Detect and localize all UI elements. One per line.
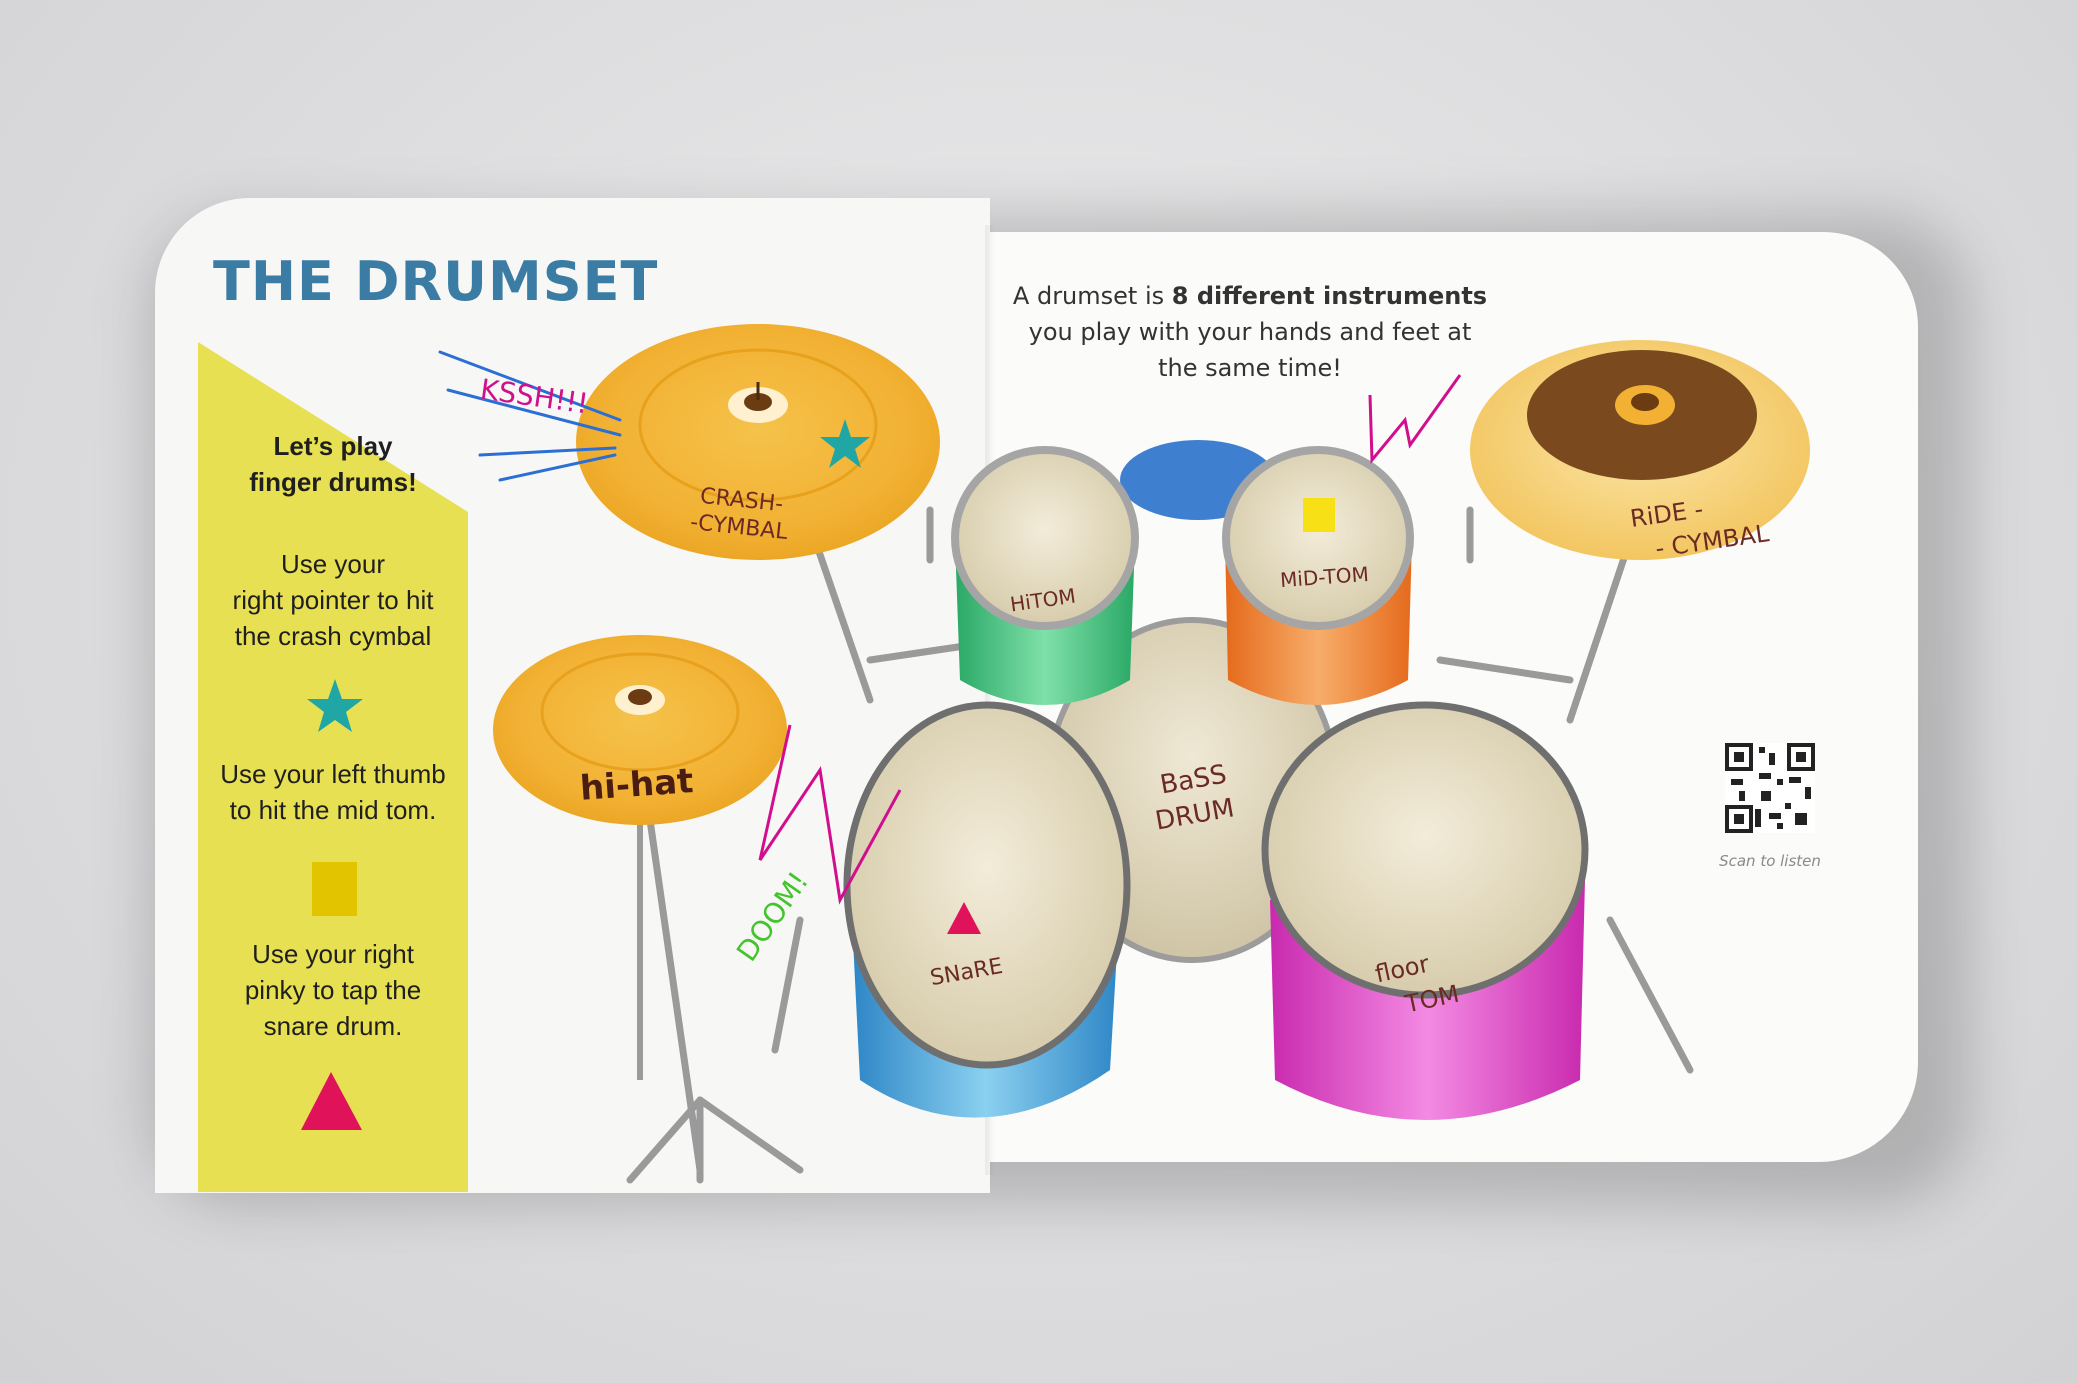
instruction-step-midtom: Use your left thumb to hit the mid tom. <box>198 756 468 828</box>
step-line: right pointer to hit <box>232 585 434 615</box>
intro-line-3: the same time! <box>1158 354 1342 382</box>
ksshh-lines <box>438 350 622 482</box>
crash-cymbal <box>576 324 940 560</box>
zigzag-pink-left <box>758 724 902 905</box>
pink-triangle-marker <box>947 902 981 934</box>
intro-line-2: you play with your hands and feet at <box>1028 318 1472 346</box>
hi-hat <box>493 635 787 1080</box>
instruction-step-crash: Use your right pointer to hit the crash … <box>198 546 468 654</box>
intro-line-1: A drumset is 8 different instruments <box>990 278 1510 314</box>
floor-tom <box>1261 701 1589 1120</box>
step-line: Use your <box>280 549 386 579</box>
instruction-step-snare: Use your right pinky to tap the snare dr… <box>198 936 468 1044</box>
intro-text: A drumset is 8 different instruments you… <box>990 278 1510 386</box>
yellow-square-icon <box>312 862 357 916</box>
instruction-heading: Let’s play finger drums! <box>198 428 468 500</box>
step-line: snare drum. <box>263 1011 403 1041</box>
snare-drum <box>843 701 1131 1118</box>
ride-cymbal <box>1470 340 1810 560</box>
heading-line: Let’s play <box>273 431 393 461</box>
page-title: THE DRUMSET <box>213 250 659 313</box>
heading-line: finger drums! <box>249 467 417 497</box>
step-line: Use your right <box>252 939 414 969</box>
qr-caption: Scan to listen <box>1719 852 1821 870</box>
step-line: to hit the mid tom. <box>229 795 437 825</box>
book-spine <box>985 225 995 1175</box>
pink-triangle-icon <box>301 1072 362 1130</box>
hihat-label: hi-hat <box>578 761 695 809</box>
step-line: Use your left thumb <box>220 759 446 789</box>
zigzag-pink-top <box>1368 374 1462 465</box>
intro-bold: 8 different instruments <box>1171 282 1488 310</box>
qr-code <box>1725 743 1815 833</box>
yellow-square-marker <box>1303 498 1335 532</box>
teal-star-icon <box>307 679 363 732</box>
mid-tom <box>1222 446 1414 705</box>
teal-star-marker <box>820 419 870 468</box>
step-line: the crash cymbal <box>234 621 432 651</box>
step-line: pinky to tap the <box>244 975 422 1005</box>
hi-tom <box>951 446 1139 705</box>
intro-prefix: A drumset is <box>1012 282 1172 310</box>
